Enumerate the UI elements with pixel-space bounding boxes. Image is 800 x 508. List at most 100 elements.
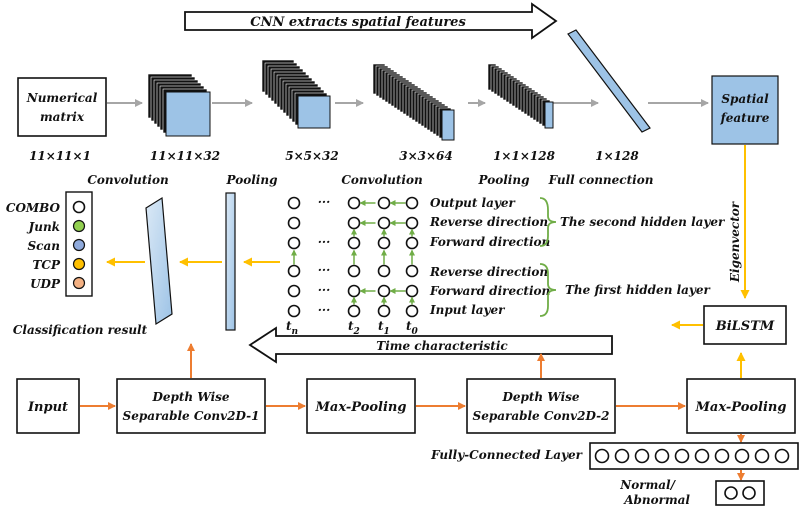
first-hidden-reverse-direction: Reverse direction	[429, 265, 548, 279]
fc-node	[694, 448, 710, 464]
conv1-sheet	[165, 91, 211, 137]
maxpool1-label: Max-Pooling	[315, 400, 407, 415]
conv2-sheet	[441, 109, 455, 141]
lstm-node	[405, 264, 419, 278]
feature-map-stack-pool1	[261, 59, 331, 129]
first-hidden-layer-label: The first hidden layer	[565, 283, 712, 297]
full-connection-bar	[567, 29, 651, 133]
layer-label-pooling-2: Pooling	[478, 173, 530, 187]
spatial-feature-label-line1: Spatial	[721, 92, 769, 106]
class-node-scan	[72, 238, 86, 252]
lstm-node	[405, 236, 419, 250]
flatten-feature-bar	[225, 192, 236, 331]
lstm-node	[287, 216, 301, 230]
class-label-tcp: TCP	[32, 258, 60, 272]
second-hidden-output-layer: Output layer	[430, 196, 516, 210]
dim-label-pool2: 1×1×128	[493, 149, 556, 163]
fc-layer-nodes	[594, 448, 790, 464]
fc-node	[634, 448, 650, 464]
output-label-line2: Abnormal	[623, 493, 690, 507]
maxpool2-box	[686, 378, 796, 434]
class-node-udp	[72, 276, 86, 290]
time-label-t1-sub: 1	[384, 327, 390, 337]
output-node-abnormal	[742, 486, 756, 500]
dwconv1-box	[116, 378, 266, 434]
cnn-direction-arrow	[184, 2, 558, 40]
fc-node	[674, 448, 690, 464]
dim-label-conv1: 11×11×32	[150, 149, 220, 163]
softmax-layer-panel	[145, 196, 173, 326]
layer-label-convolution-2: Convolution	[341, 173, 422, 187]
lstm-node	[405, 196, 419, 210]
lstm-node	[405, 304, 419, 318]
fc-node	[614, 448, 630, 464]
dwconv2-label-line2: Separable Conv2D-2	[473, 409, 610, 423]
class-label-udp: UDP	[30, 277, 61, 291]
lstm-node	[377, 216, 391, 230]
lstm-node	[287, 264, 301, 278]
lstm-node	[377, 284, 391, 298]
bilstm-box	[703, 305, 787, 345]
lstm-node	[377, 264, 391, 278]
lstm-node	[347, 236, 361, 250]
input-label: Input	[27, 400, 68, 415]
second-hidden-layer-label: The second hidden layer	[560, 215, 726, 229]
dim-label-conv2: 3×3×64	[399, 149, 453, 163]
class-label-combo: COMBO	[6, 201, 61, 215]
fc-node	[594, 448, 610, 464]
time-label-tn-sub: n	[292, 327, 299, 337]
second-hidden-forward-direction: Forward direction	[429, 235, 550, 249]
numerical-matrix-box	[17, 77, 107, 137]
lstm-node	[377, 236, 391, 250]
cnn-arrow-label: CNN extracts spatial features	[250, 15, 466, 30]
lstm-node	[347, 196, 361, 210]
dwconv2-label-line1: Depth Wise	[501, 390, 579, 404]
lstm-ellipsis: ···	[318, 195, 331, 209]
lstm-ellipsis: ···	[318, 303, 331, 317]
input-box	[16, 378, 80, 434]
lstm-node	[347, 216, 361, 230]
lstm-node	[287, 284, 301, 298]
maxpool1-box	[306, 378, 416, 434]
time-label-t1: t1	[378, 319, 390, 337]
lstm-node	[377, 196, 391, 210]
bilstm-node-grid: ···············	[287, 195, 419, 318]
time-label-t2: t2	[348, 319, 360, 337]
pool1-sheet	[297, 95, 331, 129]
lstm-node	[405, 284, 419, 298]
class-label-scan: Scan	[28, 239, 60, 253]
lstm-ellipsis: ···	[318, 263, 331, 277]
feature-map-stack-conv1	[147, 73, 211, 137]
time-label-t2-sub: 2	[353, 327, 360, 337]
first-hidden-brace	[539, 263, 557, 317]
time-characteristic-arrow	[248, 326, 613, 364]
time-label-tn: tn	[286, 319, 298, 337]
pool2-sheet	[544, 101, 554, 129]
lstm-node	[347, 264, 361, 278]
first-hidden-forward-direction: Forward direction	[429, 284, 550, 298]
first-hidden-input-layer: Input layer	[429, 303, 506, 317]
bilstm-label: BiLSTM	[715, 319, 775, 334]
dwconv1-label-line1: Depth Wise	[151, 390, 229, 404]
dwconv2-box	[466, 378, 616, 434]
fc-node	[654, 448, 670, 464]
eigenvector-label: Eigenvector	[728, 200, 742, 283]
lstm-node	[287, 304, 301, 318]
lstm-node	[287, 236, 301, 250]
numerical-matrix-label-line1: Numerical	[26, 91, 98, 105]
layer-label-full-connection: Full connection	[548, 173, 654, 187]
layer-label-convolution-1: Convolution	[87, 173, 168, 187]
time-label-t0-sub: 0	[412, 327, 419, 337]
class-label-junk: Junk	[27, 220, 60, 234]
lstm-node	[347, 284, 361, 298]
dwconv1-label-line2: Separable Conv2D-1	[123, 409, 260, 423]
lstm-node	[287, 196, 301, 210]
maxpool2-label: Max-Pooling	[695, 400, 787, 415]
fc-node	[714, 448, 730, 464]
fc-node	[734, 448, 750, 464]
feature-map-stack-conv2	[372, 63, 455, 141]
spatial-feature-label-line2: feature	[720, 111, 770, 125]
feature-map-stack-pool2	[487, 63, 554, 129]
classification-result-label: Classification result	[13, 323, 148, 337]
